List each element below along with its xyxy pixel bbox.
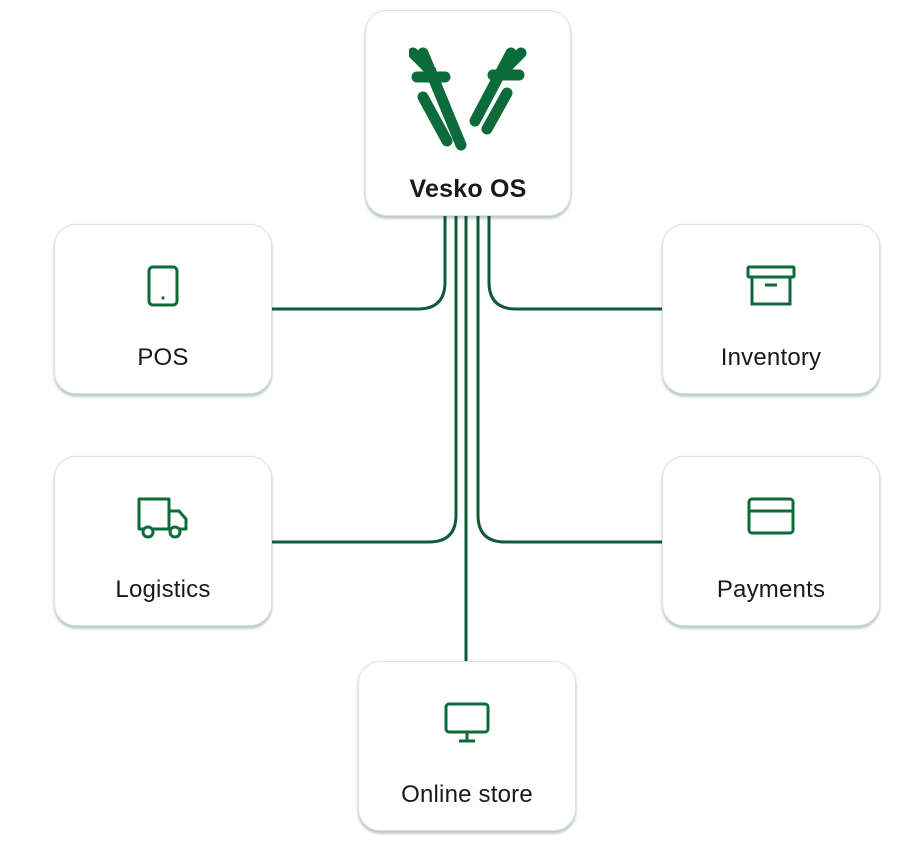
pos-label: POS xyxy=(137,344,189,371)
credit-card-icon xyxy=(747,497,795,535)
payments-card: Payments xyxy=(662,456,880,626)
connector-logistics xyxy=(272,216,458,544)
delivery-truck-icon xyxy=(137,497,188,539)
vesko-os-hub-card: Vesko OS xyxy=(365,10,571,216)
connector-pos xyxy=(272,216,447,311)
inventory-card: Inventory xyxy=(662,224,880,394)
online-store-label: Online store xyxy=(401,781,533,808)
pos-card: POS xyxy=(54,224,272,394)
connector-inventory xyxy=(487,216,662,311)
desktop-monitor-icon xyxy=(444,702,490,743)
tablet-icon xyxy=(147,265,179,307)
logistics-card: Logistics xyxy=(54,456,272,626)
logistics-label: Logistics xyxy=(115,576,211,603)
hub-label: Vesko OS xyxy=(409,175,527,203)
archive-box-icon xyxy=(746,265,796,306)
online-store-card: Online store xyxy=(358,661,576,831)
inventory-label: Inventory xyxy=(720,344,822,371)
connector-payments xyxy=(476,216,662,544)
payments-label: Payments xyxy=(716,576,826,603)
vesko-antler-logo-icon xyxy=(409,47,527,151)
